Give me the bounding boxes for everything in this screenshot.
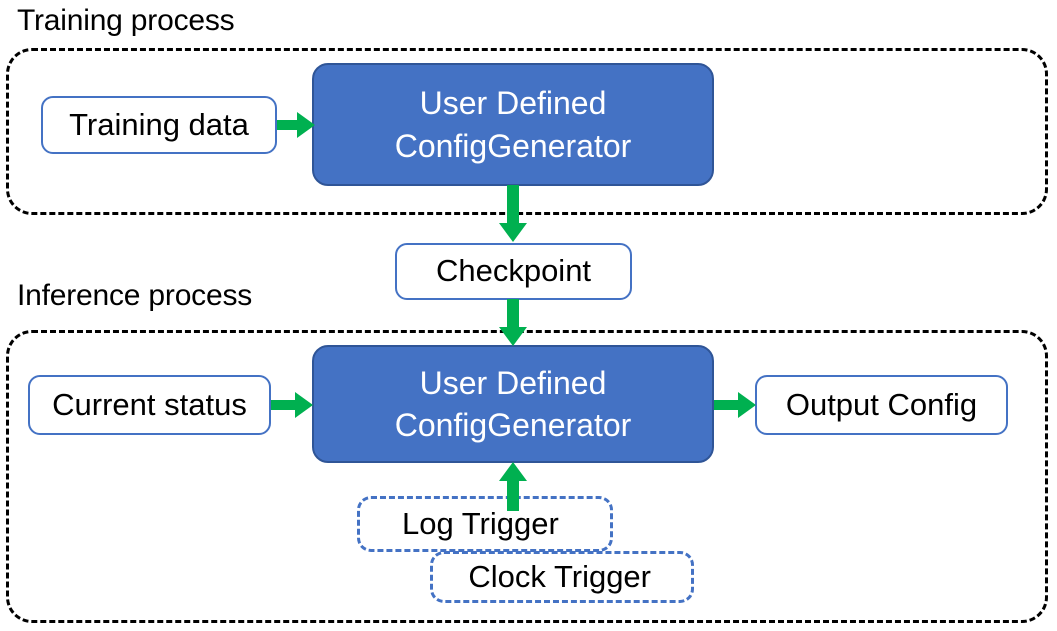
training-section-container — [6, 48, 1048, 215]
node-current-status[interactable]: Current status — [28, 375, 271, 435]
node-training-configgenerator[interactable]: User Defined ConfigGenerator — [312, 63, 714, 186]
node-checkpoint[interactable]: Checkpoint — [395, 243, 632, 300]
node-log-trigger[interactable]: Log Trigger — [357, 496, 613, 552]
training-section-title: Training process — [17, 4, 235, 37]
inference-section-title: Inference process — [17, 279, 253, 312]
node-inference-configgenerator[interactable]: User Defined ConfigGenerator — [312, 345, 714, 463]
inference-section-container — [6, 330, 1048, 623]
node-inference-configgenerator-line2: ConfigGenerator — [394, 407, 632, 443]
node-training-configgenerator-line1: User Defined — [419, 85, 607, 122]
node-training-configgenerator-line2: ConfigGenerator — [394, 127, 632, 164]
node-output-config[interactable]: Output Config — [755, 375, 1008, 435]
node-clock-trigger[interactable]: Clock Trigger — [430, 551, 694, 603]
node-training-data[interactable]: Training data — [41, 96, 277, 154]
node-inference-configgenerator-line1: User Defined — [419, 364, 607, 401]
